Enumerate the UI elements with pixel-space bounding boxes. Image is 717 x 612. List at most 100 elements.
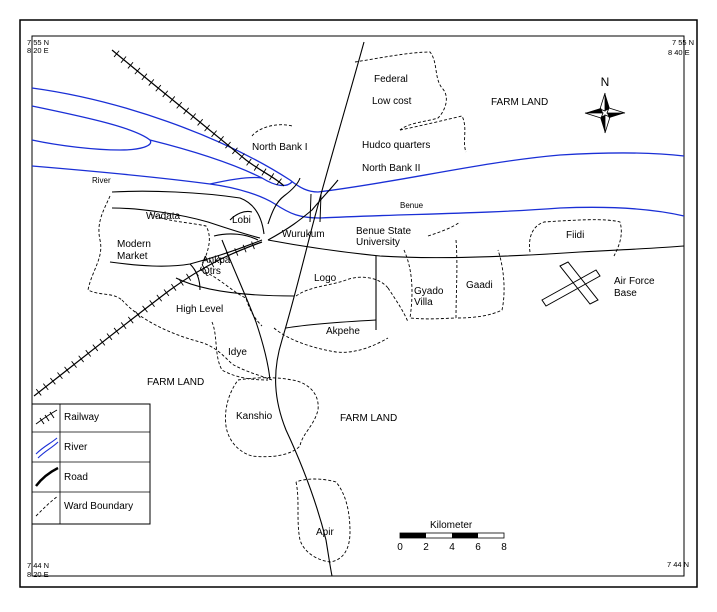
label-benue-river: Benue xyxy=(400,201,424,210)
label-hudco: Hudco quarters xyxy=(362,140,430,151)
railway-tick xyxy=(269,173,275,181)
corner-tr-lat: 7 55 N xyxy=(672,38,694,47)
railway-tick xyxy=(225,251,231,260)
railway-tick xyxy=(85,349,92,357)
railway-tick xyxy=(127,61,134,69)
railway-tick xyxy=(134,67,141,75)
railway-tick xyxy=(201,264,207,272)
label-airforce-2: Base xyxy=(614,288,637,299)
road-east xyxy=(267,239,685,259)
railway-tick xyxy=(148,79,155,86)
label-fiidi: Fiidi xyxy=(566,230,584,241)
railway-tick xyxy=(156,294,163,302)
label-farm-land-ne: FARM LAND xyxy=(491,97,548,108)
railway-tick xyxy=(261,168,267,176)
railway-tick xyxy=(149,300,155,308)
railway-tick xyxy=(234,248,239,256)
railway-tick xyxy=(190,113,197,121)
railway-tick xyxy=(99,338,106,346)
railway-tick xyxy=(176,101,183,109)
railway-tick xyxy=(242,244,247,253)
corner-bl-lat: 7 44 N xyxy=(27,561,49,570)
north-label: N xyxy=(601,75,610,89)
label-federal: Federal xyxy=(374,74,408,85)
label-kanshio: Kanshio xyxy=(236,411,273,422)
label-bsu-2: University xyxy=(356,237,400,248)
railway-tick xyxy=(238,153,245,160)
ward-gaadi xyxy=(455,239,505,319)
ward-modern-market xyxy=(87,195,123,301)
corner-tr-lon: 8 40 E xyxy=(668,48,690,57)
railway-tick xyxy=(92,344,99,352)
legend-road-label: Road xyxy=(64,472,88,483)
railway-tick xyxy=(64,366,70,374)
legend-road-symbol xyxy=(35,466,59,487)
label-bsu-1: Benue State xyxy=(356,226,411,237)
railway-north-segment xyxy=(111,49,285,187)
corner-tl-lat: 7 55 N xyxy=(27,38,49,47)
legend-railway-label: Railway xyxy=(64,412,99,423)
railway-tick xyxy=(276,178,282,186)
railway-tick xyxy=(186,273,192,281)
railway-tick xyxy=(163,289,170,297)
label-low-cost: Low cost xyxy=(372,96,412,107)
ward-apir xyxy=(295,478,351,563)
label-apir: Apir xyxy=(316,527,334,538)
label-high-level: High Level xyxy=(176,304,223,315)
ward-idye xyxy=(211,321,269,381)
scale-tick-0: 0 xyxy=(397,542,403,553)
river-north-bank xyxy=(31,87,685,193)
ward-boundaries xyxy=(87,51,622,563)
scale-bar: Kilometer 0 2 4 6 8 xyxy=(397,520,507,553)
label-airforce-1: Air Force xyxy=(614,276,655,287)
river-west-channel xyxy=(31,105,152,151)
road-high-level xyxy=(175,277,295,297)
railway-tick xyxy=(183,107,190,115)
label-gyado-1: Gyado xyxy=(414,286,444,297)
railway-tick xyxy=(211,130,217,138)
railway-tick xyxy=(225,141,231,149)
map-inner-frame xyxy=(31,35,685,577)
ward-hudco xyxy=(399,115,467,153)
label-ankpa-2: Qtrs xyxy=(202,266,221,277)
ward-ankpa xyxy=(199,269,263,327)
scale-title: Kilometer xyxy=(430,520,473,531)
label-wadata: Wadata xyxy=(146,211,181,222)
railway-tick xyxy=(209,259,215,268)
label-north-bank-2: North Bank II xyxy=(362,163,420,174)
ward-fiidi xyxy=(529,219,622,257)
railway-tick xyxy=(162,90,169,98)
railway-tick xyxy=(71,361,77,368)
railway-south-segment xyxy=(33,241,263,397)
ward-federal xyxy=(354,51,447,131)
corner-bl-lon: 8 20 E xyxy=(27,570,49,579)
legend-ward-symbol xyxy=(35,495,59,517)
railway-tick xyxy=(42,383,49,391)
railway-tick xyxy=(127,316,134,324)
railway-tick xyxy=(106,333,113,341)
railway-tick xyxy=(57,372,63,380)
railway-tick xyxy=(193,268,199,277)
railway-tick xyxy=(246,158,252,166)
label-gyado-2: Villa xyxy=(414,297,433,308)
ward-high-level xyxy=(121,299,273,381)
river-inner-channel xyxy=(209,176,263,185)
scale-tick-8: 8 xyxy=(501,542,507,553)
railway-tick xyxy=(78,355,84,363)
road-lobi xyxy=(267,177,301,225)
road-bridge-link xyxy=(267,179,339,241)
railway-tick xyxy=(204,124,210,132)
scale-bar-seg-1 xyxy=(400,533,426,538)
label-akpehe: Akpehe xyxy=(326,326,360,337)
railway-tick xyxy=(253,163,259,171)
north-arrow xyxy=(584,92,626,134)
label-modern-1: Modern xyxy=(117,239,151,250)
railway-tick xyxy=(232,147,238,155)
road-akpehe xyxy=(285,319,377,329)
legend: Railway River Road Ward Boundary xyxy=(31,403,151,525)
label-river: River xyxy=(92,176,111,185)
label-farm-land-w: FARM LAND xyxy=(147,377,204,388)
label-idye: Idye xyxy=(228,347,247,358)
ward-gyado-west xyxy=(387,287,409,323)
legend-ward-label: Ward Boundary xyxy=(64,501,133,512)
